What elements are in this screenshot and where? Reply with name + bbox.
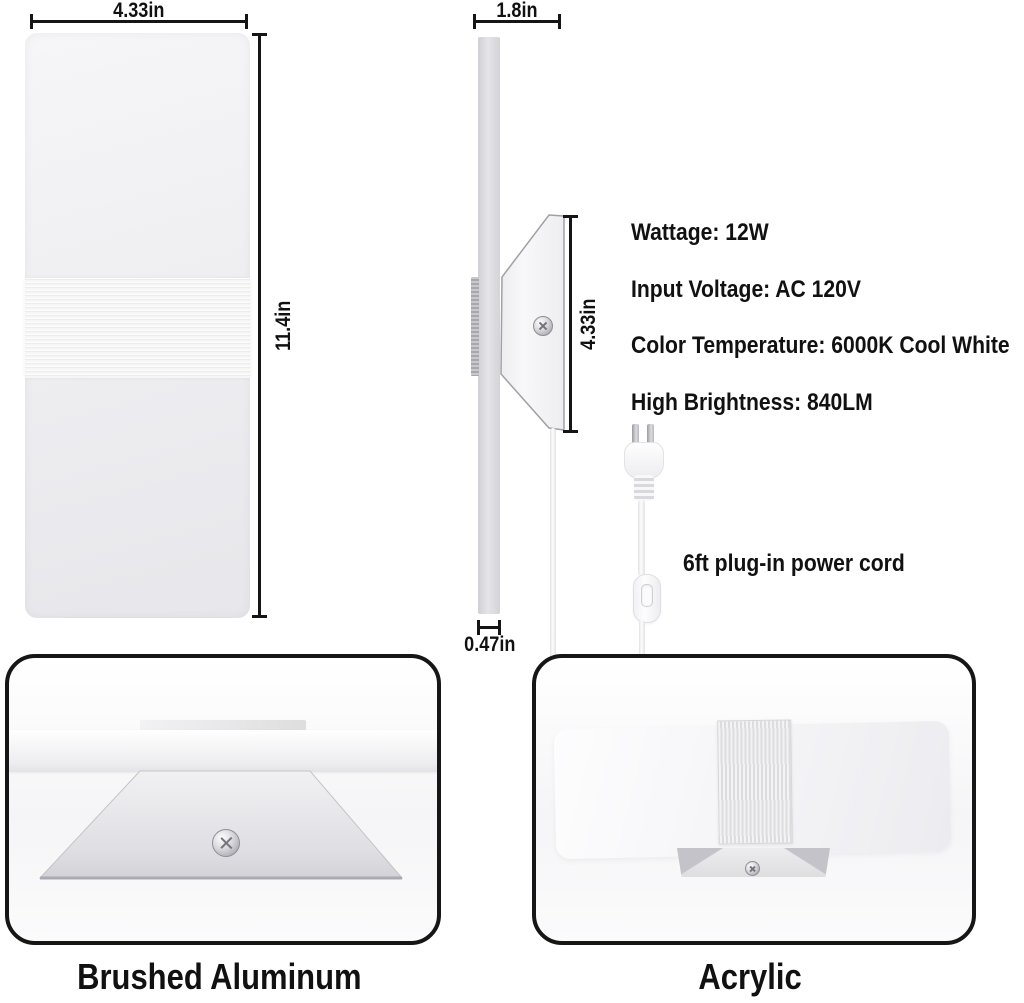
front-width-dimension-label: 4.33in <box>30 0 248 22</box>
lamp-side-profile <box>478 37 500 614</box>
material-label-left: Brushed Aluminum <box>5 958 433 996</box>
thickness-value: 0.47in <box>464 633 516 656</box>
material-right-text: Acrylic <box>698 956 802 997</box>
front-height-dimension-label: 11.4in <box>272 291 295 361</box>
bracket-height-value: 4.33in <box>577 298 600 350</box>
spec-color-temperature: Color Temperature: 6000K Cool White <box>631 333 1024 359</box>
lamp-power-cord <box>550 428 556 658</box>
plug-prong-icon <box>647 424 654 446</box>
aluminum-strip-photo <box>717 719 793 845</box>
bracket-height-dimension-line <box>563 215 578 433</box>
plug-cord-upper <box>638 500 645 576</box>
power-plug-icon <box>624 442 664 479</box>
side-width-dimension-label: 1.8in <box>473 0 561 22</box>
plug-strain-relief <box>634 475 654 501</box>
material-label-right: Acrylic <box>532 958 968 996</box>
spec-input-voltage-text: Input Voltage: AC 120V <box>631 276 862 303</box>
cord-length-label: 6ft plug-in power cord <box>683 551 935 577</box>
spec-wattage: Wattage: 12W <box>631 220 787 246</box>
cord-length-text: 6ft plug-in power cord <box>683 550 905 577</box>
acrylic-photo-box <box>532 654 976 945</box>
base-wing-left <box>677 848 723 877</box>
mount-plate <box>140 720 306 732</box>
plug-cord-lower <box>639 620 645 658</box>
bracket-height-dimension-label: 4.33in <box>577 289 600 359</box>
spec-wattage-text: Wattage: 12W <box>631 219 769 246</box>
thickness-dimension-line <box>477 620 501 635</box>
bracket-screw-icon <box>533 316 553 336</box>
base-screw-icon <box>212 829 240 857</box>
front-width-value: 4.33in <box>113 0 165 22</box>
plug-prong-icon <box>632 424 639 446</box>
spec-color-temperature-text: Color Temperature: 6000K Cool White <box>631 332 1010 359</box>
side-width-dimension-line <box>473 14 561 29</box>
brushed-aluminum-photo-box <box>5 654 441 945</box>
front-height-dimension-line <box>252 33 267 618</box>
material-left-text: Brushed Aluminum <box>76 956 362 997</box>
side-width-value: 1.8in <box>496 0 538 22</box>
front-width-dimension-line <box>30 14 248 29</box>
side-brushed-band <box>471 277 479 376</box>
base-screw-small-icon <box>745 861 760 876</box>
front-height-value: 11.4in <box>272 300 295 352</box>
spec-input-voltage: Input Voltage: AC 120V <box>631 277 892 303</box>
base-wing-right <box>784 848 830 877</box>
thickness-dimension-label: 0.47in <box>450 634 530 656</box>
inline-switch-button <box>641 584 653 607</box>
acrylic-panel-edge <box>9 730 437 772</box>
brushed-aluminum-band <box>25 278 250 378</box>
aluminum-bracket-photo <box>38 770 404 880</box>
spec-brightness: High Brightness: 840LM <box>631 390 906 416</box>
spec-brightness-text: High Brightness: 840LM <box>631 389 873 416</box>
